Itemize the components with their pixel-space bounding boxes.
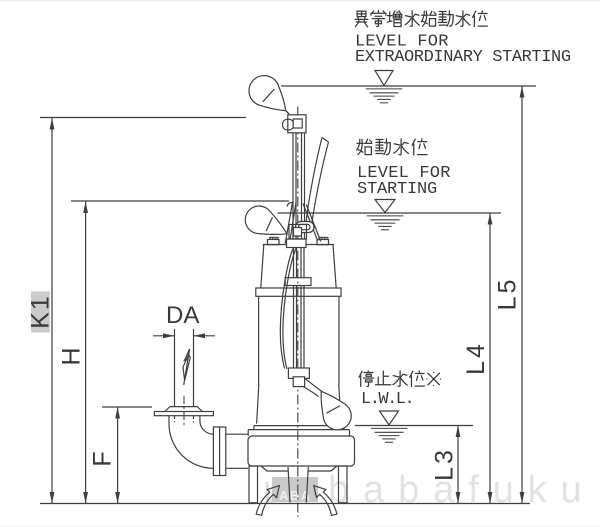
svg-text:F: F [89, 449, 117, 466]
svg-text:DA: DA [166, 302, 199, 329]
svg-text:L4: L4 [462, 341, 490, 375]
svg-text:L5: L5 [494, 277, 522, 311]
svg-text:LEVEL FOR: LEVEL FOR [357, 164, 451, 183]
svg-text:K1: K1 [26, 294, 54, 329]
svg-text:STARTING: STARTING [357, 180, 437, 199]
svg-text:babafuku: babafuku [328, 469, 596, 511]
svg-text:L.W.L.: L.W.L. [361, 390, 413, 409]
svg-text:H: H [58, 345, 86, 365]
svg-text:ABA: ABA [279, 488, 312, 503]
svg-text:L3: L3 [431, 447, 459, 481]
svg-text:LEVEL FOR: LEVEL FOR [355, 33, 449, 52]
svg-text:EXTRAORDINARY STARTING: EXTRAORDINARY STARTING [355, 48, 571, 67]
